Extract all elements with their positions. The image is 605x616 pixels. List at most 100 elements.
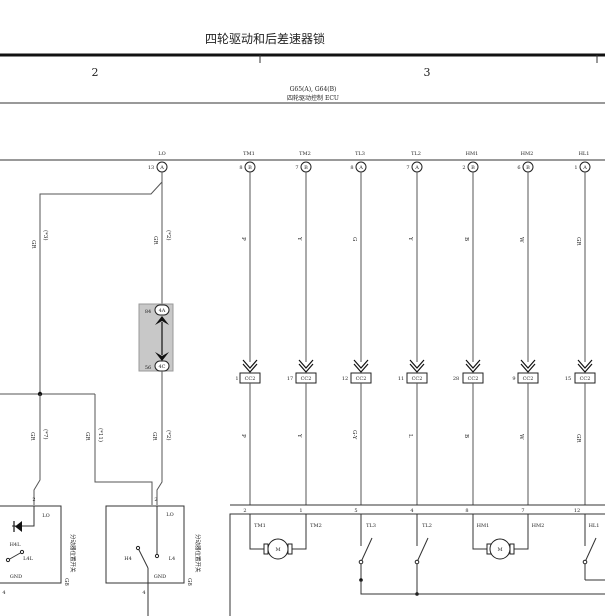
switch-code: G8 <box>63 578 69 586</box>
junction-arrow-up <box>155 316 169 325</box>
cc2-pin-num: 28 <box>453 376 459 382</box>
ecu-pin-conn: A <box>358 165 363 171</box>
switch-contact <box>154 553 160 559</box>
cc2-label: CC2 <box>580 376 591 382</box>
actuator-label: HM2 <box>532 523 545 529</box>
junction-body <box>138 303 174 372</box>
zone-label-2: 2 <box>92 66 99 79</box>
ecu-pin-conn: B <box>526 165 530 171</box>
wire-color-label: B <box>463 237 469 241</box>
wire-color-label: Y <box>296 433 302 438</box>
motor-brush-right <box>509 543 515 555</box>
switch-label-h4l: H4L <box>10 542 22 548</box>
wire-code-label: (*7) <box>42 429 49 440</box>
ecu-pin-name: HM2 <box>521 151 534 157</box>
motor-brush-right <box>287 543 293 555</box>
switch-common-ground <box>360 580 605 595</box>
junction-pin-bottom: 56 <box>145 365 151 371</box>
transfer-motor: M <box>249 514 307 560</box>
wire-color-label: GR <box>575 434 581 443</box>
ecu-pin-lo: LO 13 A <box>148 151 168 173</box>
signal-wires-upper <box>249 172 586 362</box>
cc2-tm1: 1 CC2 <box>235 359 261 384</box>
actuator-frame <box>229 504 605 616</box>
wire-color-label: GR <box>151 432 157 441</box>
transfer-position-switch-left: 2 LO H4L L4L GND 4 G8 分动器位置开关 <box>0 497 77 596</box>
switch-box <box>0 505 62 584</box>
cc2-pin-num: 1 <box>235 376 238 382</box>
wire-lo-lower <box>156 371 163 505</box>
switch-label-h4: H4 <box>124 556 132 562</box>
ecu-pin-conn: A <box>414 165 419 171</box>
motor-lead-right <box>292 514 307 550</box>
cc2-hl1: 15 CC2 <box>565 359 596 384</box>
ecu-pin-name: HL1 <box>579 151 590 157</box>
switch-code: G8 <box>186 578 192 586</box>
cc2-label: CC2 <box>245 376 256 382</box>
cc2-tl3: 12 CC2 <box>342 359 372 384</box>
cc2-pin-num: 9 <box>512 376 515 382</box>
switch-label-lo: LO <box>166 512 173 518</box>
ecu-pin-number: 13 <box>148 165 154 171</box>
ecu-pin-conn: A <box>159 165 164 171</box>
switch-name: 分动器位置开关 <box>69 534 77 573</box>
motor-body <box>267 538 289 560</box>
switch-label-gnd: GND <box>10 574 22 580</box>
junction-pin-top: 84 <box>145 309 151 315</box>
ecu-pin-number: 6 <box>517 165 520 171</box>
switch-contact <box>19 549 25 555</box>
wire-color-label: G <box>351 237 357 241</box>
zone-label-3: 3 <box>424 66 431 79</box>
cc2-connectors: 1 CC2 17 CC2 12 CC2 11 CC2 28 CC2 <box>235 359 596 384</box>
actuator-pin-num: 4 <box>410 508 413 514</box>
switch-label-gnd: GND <box>154 574 166 580</box>
limit-switch-tl3 <box>358 514 373 582</box>
ecu-pin-tl2: TL2 7 A <box>406 151 423 173</box>
switch-lead-lo <box>12 514 35 527</box>
junction-conn-top-label: 4A <box>159 308 166 314</box>
cc2-pin-num: 11 <box>398 376 404 382</box>
switch-pin-top: 2 <box>32 497 35 503</box>
actuator-pin-num: 7 <box>521 508 524 514</box>
switch-label-lo: LO <box>42 513 49 519</box>
ecu-pin-name: TL3 <box>355 151 365 157</box>
junction-conn-top <box>154 304 170 316</box>
switch-name: 分动器位置开关 <box>194 534 202 573</box>
ecu-pin-name: LO <box>158 151 165 157</box>
ecu-pin-tl3: TL3 8 A <box>350 151 367 173</box>
limit-switches <box>358 514 605 596</box>
diff-lock-motor: M <box>472 514 529 560</box>
transfer-position-switch-right: 2 LO H4 L4 GND 4 G8 分动器位置开关 <box>105 497 202 616</box>
actuator-pin-num: 12 <box>574 508 580 514</box>
ecu-pin-name: TM1 <box>243 151 255 157</box>
wire-code-label: (*2) <box>165 430 172 441</box>
actuator-label: TL3 <box>366 523 376 529</box>
wire-mid-gr <box>94 394 153 505</box>
ecu-pin-name: TL2 <box>411 151 421 157</box>
wire-color-label: Y <box>296 236 302 241</box>
wire-left-lower <box>33 394 41 505</box>
cc2-hm2: 9 CC2 <box>512 359 539 384</box>
ecu-pin-number: 2 <box>462 165 465 171</box>
wire-color-label: P <box>240 237 246 241</box>
motor-body <box>489 538 511 560</box>
actuator-label: HM1 <box>477 523 490 529</box>
cc2-pin-num: 17 <box>287 376 293 382</box>
ecu-pin-hm2: HM2 6 B <box>517 151 534 173</box>
ecu-pin-tm2: TM2 7 B <box>295 151 312 173</box>
motor-symbol: M <box>497 547 502 553</box>
wire-color-label: GR <box>575 237 581 246</box>
ecu-pin-number: 8 <box>239 165 242 171</box>
wire-color-label: GR <box>84 432 90 441</box>
ecu-pin-number: 8 <box>350 165 353 171</box>
wire-color-label: W <box>518 434 524 440</box>
actuator-pin-num: 8 <box>465 508 468 514</box>
actuator-label: TM1 <box>254 523 266 529</box>
ecu-pin-conn: A <box>582 165 587 171</box>
ecu-pin-tm1: TM1 8 B <box>239 151 256 173</box>
cc2-tl2: 11 CC2 <box>398 359 428 384</box>
switch-pin-bottom: 4 <box>2 590 5 596</box>
actuator-outline <box>229 513 605 616</box>
cc2-label: CC2 <box>412 376 423 382</box>
